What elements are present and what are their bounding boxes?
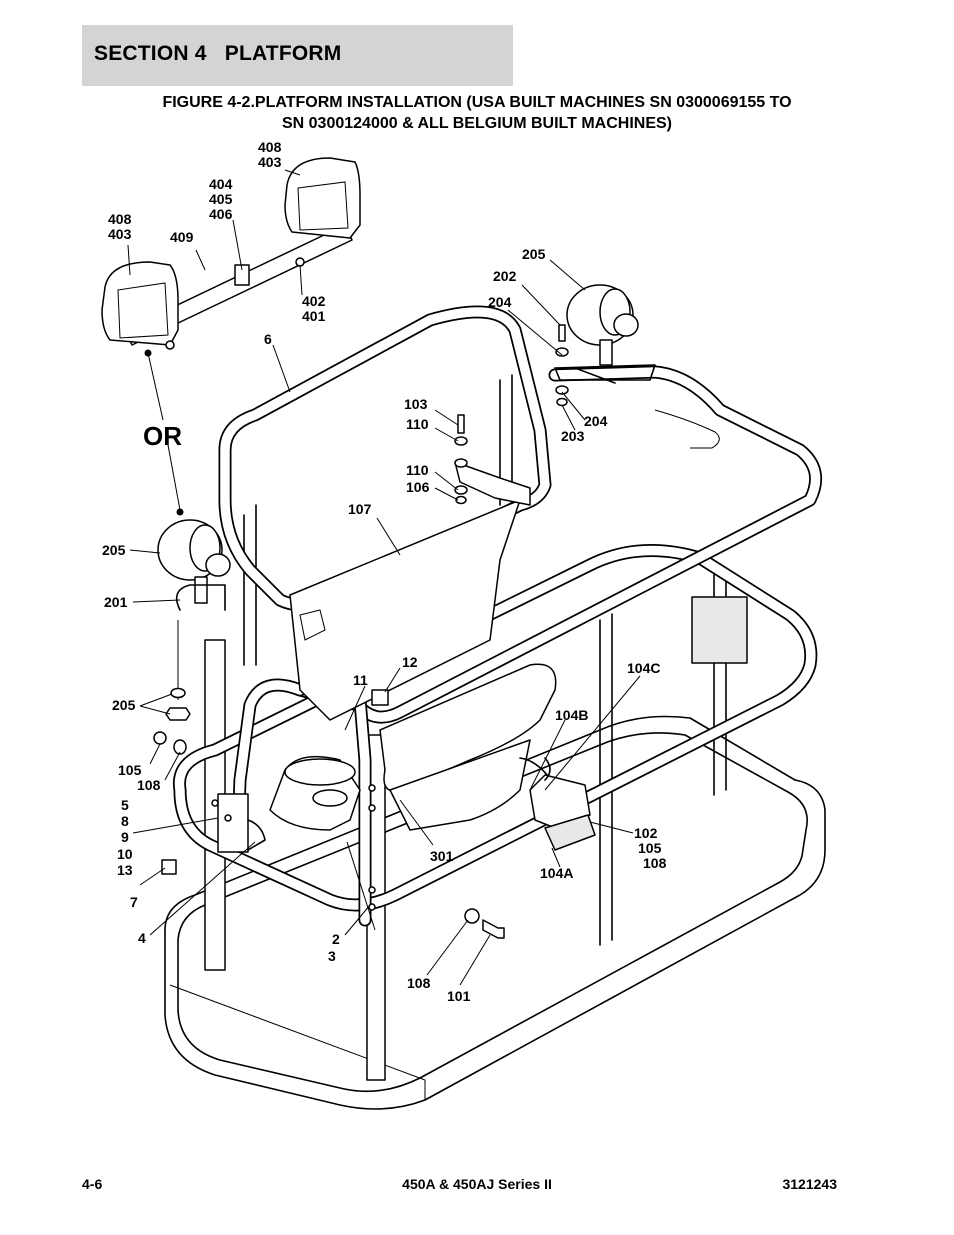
callout-label: 404 — [209, 176, 233, 192]
callout-label: 8 — [121, 813, 129, 829]
callout-label: 6 — [264, 331, 272, 347]
callout-label: 403 — [108, 226, 132, 242]
leader-lines — [127, 169, 641, 986]
callout-label: 301 — [430, 848, 454, 864]
callout-label: 110 — [406, 416, 429, 432]
callout-label: 205 — [522, 246, 546, 262]
entry-gate — [218, 305, 552, 612]
callout-label: 105 — [638, 840, 662, 856]
callout-label: 12 — [402, 654, 418, 670]
callout-label: 408 — [258, 139, 282, 155]
callout-label: 108 — [407, 975, 431, 991]
light-bar-assembly — [101, 157, 361, 350]
callout-label: 104B — [555, 707, 588, 723]
callout-label: 108 — [137, 777, 161, 793]
callout-label: 201 — [104, 594, 128, 610]
or-link — [144, 349, 184, 516]
callout-label: 13 — [117, 862, 133, 878]
section-header-band: SECTION 4 PLATFORM — [82, 25, 513, 86]
callout-label: 108 — [643, 855, 667, 871]
callout-label: 11 — [353, 672, 368, 688]
callout-label: 403 — [258, 154, 282, 170]
callout-label: 405 — [209, 191, 233, 207]
hardware — [153, 324, 569, 939]
callout-label: 5 — [121, 797, 129, 813]
callout-label: 104C — [627, 660, 660, 676]
figure-title: FIGURE 4-2.PLATFORM INSTALLATION (USA BU… — [60, 92, 894, 134]
callout-label: 104A — [540, 865, 573, 881]
model-name: 450A & 450AJ Series II — [402, 1176, 552, 1192]
callout-label: 7 — [130, 894, 138, 910]
control-box — [289, 461, 748, 721]
callout-label: 203 — [561, 428, 585, 444]
callout-label: 105 — [118, 762, 142, 778]
callout-label: 204 — [584, 413, 608, 429]
callout-label: 205 — [112, 697, 136, 713]
callout-label: 107 — [348, 501, 372, 517]
figure-title-line-2: SN 0300124000 & ALL BELGIUM BUILT MACHIN… — [281, 115, 672, 132]
callout-label: 202 — [493, 268, 517, 284]
callout-labels: 408 403 404 405 406 408 403 409 402 401 … — [102, 139, 667, 1004]
platform-controller — [269, 663, 557, 831]
callout-label: 409 — [170, 229, 194, 245]
callout-label: 106 — [406, 479, 430, 495]
document-number: 3121243 — [782, 1176, 837, 1192]
callout-label: 205 — [102, 542, 126, 558]
callout-label: 408 — [108, 211, 132, 227]
footswitch — [519, 757, 596, 851]
top-rail — [231, 365, 823, 927]
page-number: 4-6 — [82, 1176, 103, 1192]
beacon-light-left — [157, 519, 231, 700]
beacon-light-right — [554, 284, 656, 384]
callout-label: 2 — [332, 931, 340, 947]
callout-label: 4 — [138, 930, 146, 946]
figure-title-line-1: FIGURE 4-2.PLATFORM INSTALLATION (USA BU… — [162, 94, 792, 111]
callout-label: 3 — [328, 948, 336, 964]
callout-label: 9 — [121, 829, 129, 845]
callout-label: 406 — [209, 206, 233, 222]
callout-label: 103 — [404, 396, 428, 412]
callout-label: 402 — [302, 293, 326, 309]
callout-label: 110 — [406, 462, 429, 478]
callout-label: 10 — [117, 846, 133, 862]
callout-label: 204 — [488, 294, 512, 310]
or-label: OR — [143, 421, 182, 451]
section-title: SECTION 4 PLATFORM — [94, 42, 342, 65]
callout-label: 401 — [302, 308, 326, 324]
callout-label: 102 — [634, 825, 658, 841]
callout-label: 101 — [447, 988, 471, 1004]
